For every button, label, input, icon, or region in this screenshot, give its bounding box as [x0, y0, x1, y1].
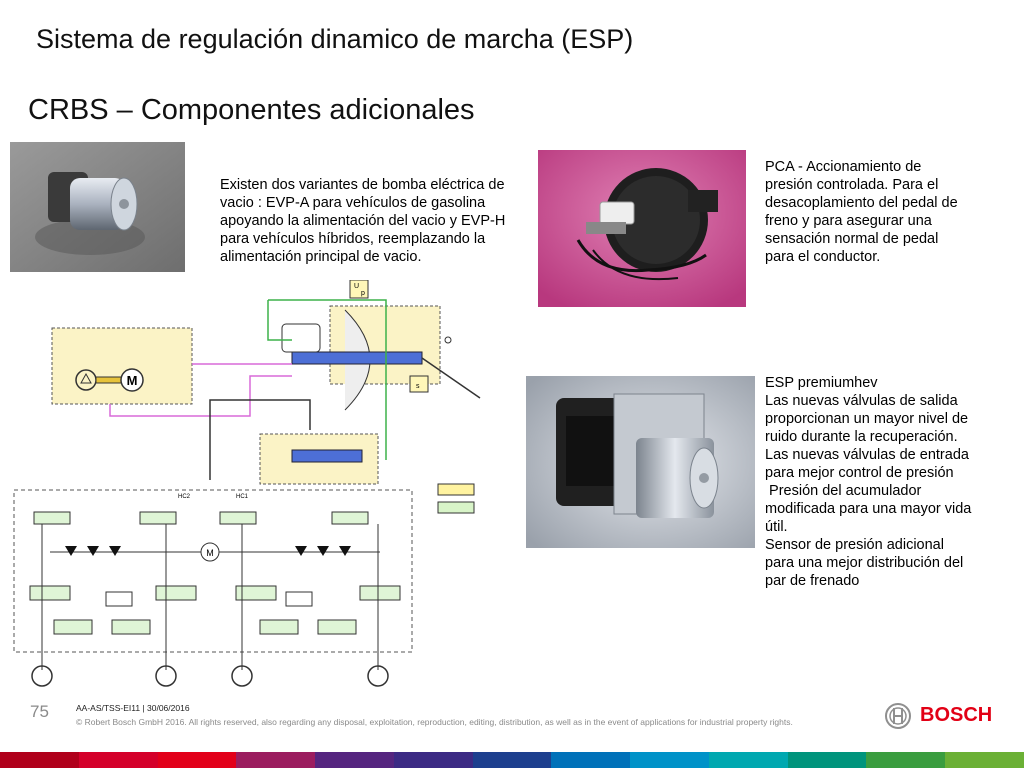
pca-line: para el conductor.: [765, 249, 881, 265]
pca-line: desacoplamiento del pedal de: [765, 195, 958, 211]
color-strip-segment: [866, 752, 946, 768]
hydraulic-schematic: M s U p HC2 HC1 M: [13, 280, 481, 687]
esp-line: par de frenado: [765, 573, 860, 589]
esp-unit-photo: [526, 376, 755, 548]
page-number: 75: [30, 702, 49, 721]
color-strip-segment: [236, 752, 316, 768]
esp-line: Presión del acumulador: [765, 483, 922, 499]
legend-swatch-green: [437, 501, 475, 514]
color-strip-segment: [708, 752, 788, 768]
color-strip-segment: [315, 752, 394, 768]
legend-swatch-yellow: [437, 483, 475, 496]
esp-line: modificada para una mayor vida: [765, 501, 972, 517]
sensor-s-label: s: [416, 383, 420, 390]
esp-line: Sensor de presión adicional: [765, 537, 944, 553]
esp-line: útil.: [765, 519, 788, 535]
motor-icon: [120, 368, 144, 392]
bosch-logo: BOSCH: [920, 704, 993, 726]
color-strip-segment: [945, 752, 1024, 768]
copyright-notice: © Robert Bosch GmbH 2016. All rights res…: [76, 717, 793, 727]
pca-line: freno y para asegurar una: [765, 213, 932, 229]
color-strip-segment: [472, 752, 552, 768]
pca-booster-photo: [538, 150, 746, 307]
esp-line: para una mejor distribución del: [765, 555, 964, 571]
circuit-hc1-label: HC1: [236, 494, 249, 500]
pca-line: PCA - Accionamiento de: [765, 159, 922, 175]
esp-description: ESP premiumhev Las nuevas válvulas de sa…: [765, 374, 995, 590]
sensor-u-label: U: [354, 283, 359, 290]
motor-label: M: [127, 373, 138, 388]
pca-description: PCA - Accionamiento de presión controlad…: [765, 158, 985, 266]
esp-line: ESP premiumhev: [765, 375, 878, 391]
color-strip-segment: [78, 752, 158, 768]
esp-line: proporcionan un mayor nivel de: [765, 411, 969, 427]
document-reference: AA-AS/TSS-EI11 | 30/06/2016: [76, 703, 190, 713]
color-strip-segment: [630, 752, 709, 768]
vacuum-pump-photo: [10, 142, 185, 272]
esp-line: para mejor control de presión: [765, 465, 954, 481]
esp-line: Las nuevas válvulas de entrada: [765, 447, 969, 463]
pump-motor-label: M: [206, 548, 214, 558]
bosch-armature-icon: [885, 703, 911, 729]
circuit-hc2-label: HC2: [178, 494, 191, 500]
esp-line: Las nuevas válvulas de salida: [765, 393, 958, 409]
pca-line: presión controlada. Para el: [765, 177, 939, 193]
slide-title: Sistema de regulación dinamico de marcha…: [36, 24, 634, 54]
color-strip-segment: [0, 752, 79, 768]
slide-subtitle: CRBS – Componentes adicionales: [28, 94, 475, 126]
sensor-p-label: p: [361, 290, 365, 297]
brand-color-strip: [0, 752, 1024, 768]
pump-motor-icon: [200, 542, 220, 562]
vacuum-pump-description: Existen dos variantes de bomba eléctrica…: [220, 177, 506, 265]
color-strip-segment: [787, 752, 867, 768]
esp-line: ruido durante la recuperación.: [765, 429, 958, 445]
pca-line: sensación normal de pedal: [765, 231, 939, 247]
color-strip-segment: [393, 752, 473, 768]
color-strip-segment: [551, 752, 631, 768]
color-strip-segment: [157, 752, 237, 768]
